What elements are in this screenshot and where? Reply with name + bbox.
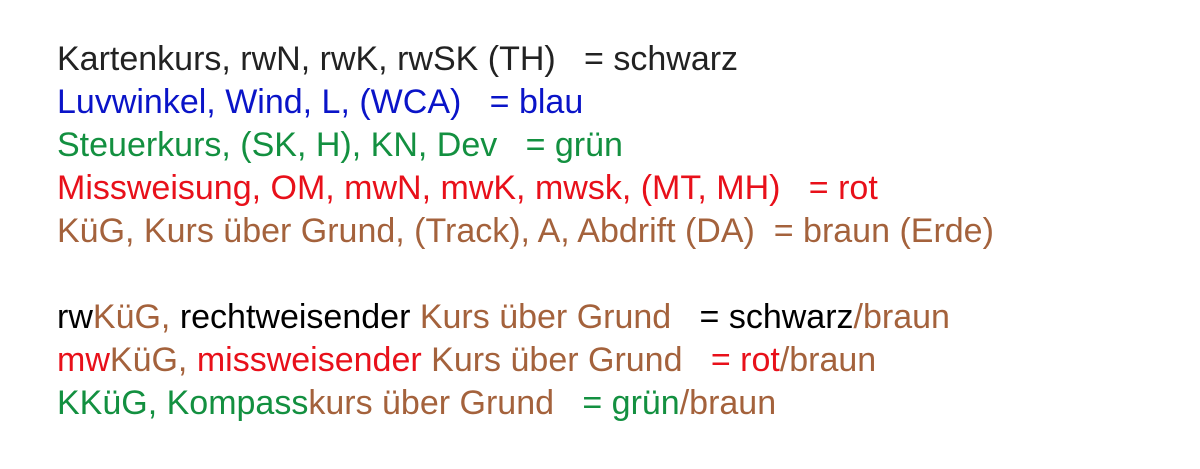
text-segment: Kurs über Grund: [431, 341, 711, 379]
text-segment: rechtweisender: [179, 298, 420, 336]
text-segment: Kurs über Grund: [419, 298, 700, 336]
legend-line-black: Kartenkurs, rwN, rwK, rwSK (TH) = schwar…: [57, 38, 994, 81]
combined-line-mwkueg: mwKüG, missweisender Kurs über Grund = r…: [57, 339, 994, 382]
text-segment: = rot: [710, 341, 780, 379]
text-segment: = schwarz: [699, 298, 854, 336]
combined-legend-list: rwKüG, rechtweisender Kurs über Grund = …: [57, 296, 994, 425]
combined-line-kkueg: KKüG, Kompasskurs über Grund = grün/brau…: [57, 382, 994, 425]
legend-text: Missweisung, OM, mwN, mwK, mwsk, (MT, MH…: [57, 169, 878, 207]
spacer: [57, 253, 994, 296]
legend-text: Luvwinkel, Wind, L, (WCA) = blau: [57, 83, 584, 121]
legend-text: KüG, Kurs über Grund, (Track), A, Abdrif…: [57, 212, 994, 250]
color-legend-list: Kartenkurs, rwN, rwK, rwSK (TH) = schwar…: [57, 38, 994, 253]
legend-text: Kartenkurs, rwN, rwK, rwSK (TH) = schwar…: [57, 40, 739, 78]
color-legend-document: Kartenkurs, rwN, rwK, rwSK (TH) = schwar…: [57, 38, 994, 425]
legend-line-brown: KüG, Kurs über Grund, (Track), A, Abdrif…: [57, 210, 994, 253]
text-segment: mw: [57, 341, 110, 379]
text-segment: /braun: [779, 341, 877, 379]
text-segment: rw: [57, 298, 93, 336]
text-segment: /braun: [679, 384, 777, 422]
text-segment: KüG,: [92, 298, 180, 336]
legend-line-red: Missweisung, OM, mwN, mwK, mwsk, (MT, MH…: [57, 167, 994, 210]
text-segment: KKüG, Kompass: [57, 384, 309, 422]
legend-line-blue: Luvwinkel, Wind, L, (WCA) = blau: [57, 81, 994, 124]
text-segment: KüG,: [109, 341, 197, 379]
text-segment: = grün: [582, 384, 680, 422]
legend-line-green: Steuerkurs, (SK, H), KN, Dev = grün: [57, 124, 994, 167]
text-segment: missweisender: [196, 341, 432, 379]
text-segment: /braun: [853, 298, 950, 336]
combined-line-rwkueg: rwKüG, rechtweisender Kurs über Grund = …: [57, 296, 994, 339]
legend-text: Steuerkurs, (SK, H), KN, Dev = grün: [57, 126, 623, 164]
text-segment: kurs über Grund: [308, 384, 583, 422]
